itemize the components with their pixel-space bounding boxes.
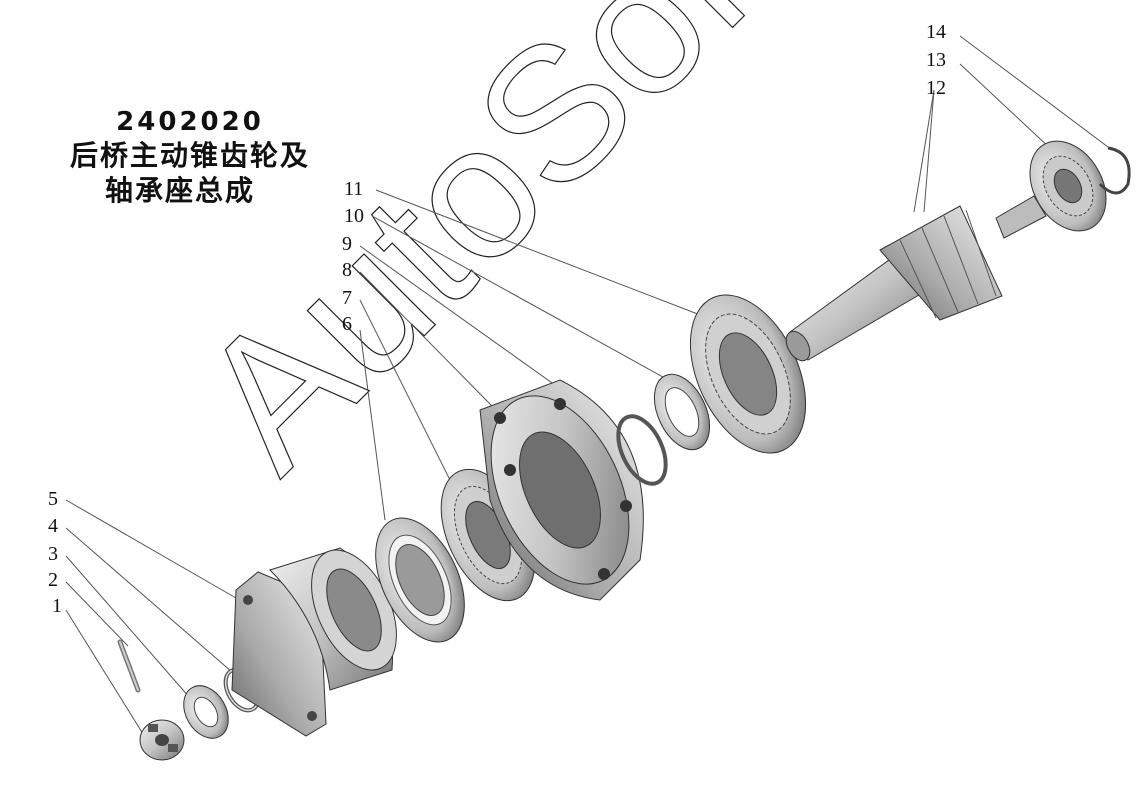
part-3-washer (183, 685, 229, 739)
callout-2: 2 (48, 569, 58, 591)
assembly-code: 2402020 (116, 107, 264, 137)
callout-6: 6 (342, 313, 352, 335)
leader-line-2 (65, 581, 129, 647)
part-10-spacer (653, 373, 711, 451)
leader-line-10 (371, 215, 673, 383)
callout-7: 7 (342, 287, 352, 309)
part-1-castle-nut (139, 719, 185, 761)
leader-line-3 (65, 555, 191, 699)
callout-5: 5 (48, 488, 58, 510)
leader-line-6 (359, 329, 386, 521)
part-12-drive-pinion (785, 195, 1047, 362)
assembly-name-line1: 后桥主动锥齿轮及 (70, 139, 310, 172)
callout-3: 3 (48, 543, 58, 565)
part-11-large-bearing (689, 294, 807, 454)
callout-12: 12 (926, 77, 946, 99)
assembly-title: 2402020 后桥主动锥齿轮及 轴承座总成 (70, 107, 310, 207)
leader-lines (65, 35, 1113, 743)
leader-line-1 (65, 609, 149, 743)
assembly-name-line2: 轴承座总成 (105, 174, 255, 207)
part-6-oil-seal (375, 517, 465, 643)
callout-4: 4 (48, 515, 58, 537)
callout-8: 8 (342, 259, 352, 281)
leader-line-13 (959, 63, 1053, 151)
callout-14: 14 (926, 21, 946, 43)
callout-11: 11 (344, 178, 363, 200)
leader-line-7 (359, 299, 453, 485)
callout-1: 1 (52, 595, 62, 617)
leader-line-4 (65, 527, 233, 673)
part-9-shim-ring (616, 414, 668, 486)
leader-line-12 (913, 89, 935, 213)
callout-13: 13 (926, 49, 946, 71)
callout-numbers: 1 2 3 4 5 6 7 8 9 10 11 12 13 14 (48, 21, 946, 617)
part-14-snap-ring (1098, 146, 1131, 195)
leader-line-14 (959, 35, 1113, 151)
leader-line-8 (359, 271, 493, 407)
callout-9: 9 (342, 233, 352, 255)
part-13-pilot-bearing (1029, 140, 1107, 232)
leader-line-5 (65, 499, 237, 599)
leader-line-11 (375, 189, 709, 319)
leader-line-12b (923, 89, 935, 213)
part-5-flange (231, 547, 397, 737)
part-8-bearing-housing (479, 379, 644, 601)
callout-10: 10 (344, 205, 364, 227)
part-2-cotter-pin (117, 639, 141, 693)
